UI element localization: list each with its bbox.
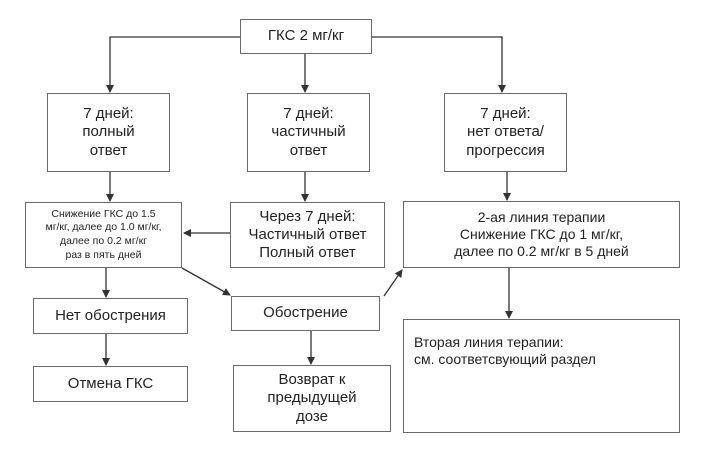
node-text: дозе: [296, 407, 328, 425]
node-text: Обострение: [263, 304, 348, 322]
node-return-previous-dose: Возврат к предыдущей дозе: [233, 365, 391, 432]
node-partial-response: 7 дней: частичный ответ: [247, 93, 370, 172]
node-text: мг/кг, далее до 1.0 мг/кг,: [45, 221, 162, 234]
node-no-response-progression: 7 дней: нет ответа/ прогрессия: [444, 93, 567, 172]
node-text: Отмена ГКС: [67, 374, 154, 392]
node-text: Возврат к: [278, 371, 346, 389]
node-text: Снижение ГКС до 1 мг/кг,: [459, 225, 624, 242]
node-text: Через 7 дней:: [259, 207, 356, 225]
node-full-response: 7 дней: полный ответ: [47, 93, 170, 172]
node-text: предыдущей: [267, 389, 357, 407]
node-start-gcs-2mg: ГКС 2 мг/кг: [240, 19, 372, 54]
node-text: Частичный ответ: [248, 225, 367, 243]
node-text: Нет обострения: [55, 306, 166, 324]
edge-flare-to-second-line: [383, 269, 403, 297]
node-text: Снижение ГКС до 1.5: [51, 207, 156, 220]
node-no-flare: Нет обострения: [33, 298, 188, 334]
node-text: далее по 0.2 мг/кг в 5 дней: [454, 243, 629, 260]
node-flare: Обострение: [231, 296, 380, 331]
node-text: 2-ая линия терапии: [477, 208, 606, 225]
node-text: Вторая линия терапии:: [414, 334, 564, 350]
node-text: Полный ответ: [259, 244, 356, 262]
node-text: нет ответа/: [467, 123, 544, 141]
node-text: 7 дней:: [480, 105, 531, 123]
node-after-7-days: Через 7 дней: Частичный ответ Полный отв…: [230, 202, 385, 268]
node-second-line-reference: Вторая линия терапии: см. соответсвующий…: [403, 319, 680, 433]
edge-taper-to-flare: [181, 267, 231, 296]
node-text: 7 дней:: [83, 105, 134, 123]
edge-start-to-full-response: [106, 36, 240, 93]
node-second-line-taper: 2-ая линия терапии Снижение ГКС до 1 мг/…: [403, 201, 680, 268]
edge-start-to-no-response: [372, 36, 506, 93]
node-text: полный: [82, 123, 135, 141]
node-text: см. соответсвующий раздел: [414, 351, 596, 368]
node-text: ответ: [89, 141, 128, 159]
node-stop-gcs: Отмена ГКС: [33, 366, 188, 402]
node-text: 7 дней:: [283, 105, 334, 123]
node-text: раз в пять дней: [65, 248, 142, 261]
node-text: далее по 0.2 мг/кг: [59, 235, 148, 247]
node-text: ответ: [289, 141, 328, 159]
node-text: прогрессия: [466, 141, 545, 159]
node-text: частичный: [271, 123, 346, 141]
node-text: ГКС 2 мг/кг: [267, 27, 345, 45]
node-gcs-taper: Снижение ГКС до 1.5 мг/кг, далее до 1.0 …: [25, 202, 182, 268]
